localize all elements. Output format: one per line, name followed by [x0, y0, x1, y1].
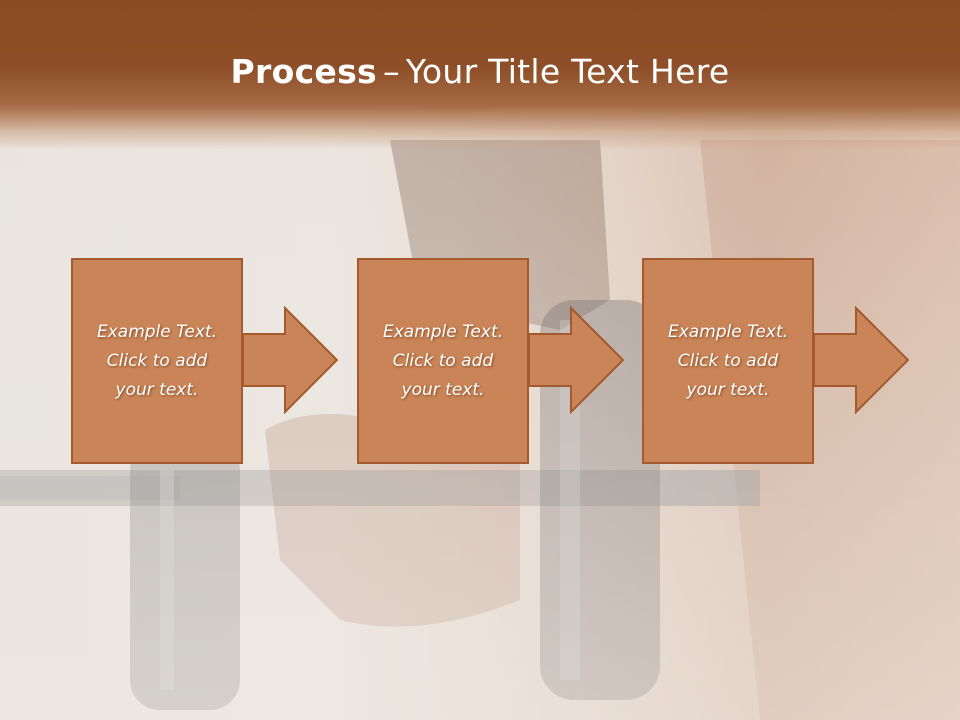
step-2-line-2: Click to add [392, 350, 494, 371]
step-1-line-3: your text. [115, 379, 199, 400]
step-3-line-2: Click to add [677, 350, 779, 371]
step-1-text: Example Text. Click to add your text. [82, 318, 232, 405]
step-1-line-1: Example Text. [96, 321, 218, 342]
step-3-line-3: your text. [686, 379, 770, 400]
title-band [0, 0, 960, 150]
process-step-2[interactable]: Example Text. Click to add your text. [357, 258, 529, 464]
process-step-3[interactable]: Example Text. Click to add your text. [642, 258, 814, 464]
step-2-text: Example Text. Click to add your text. [368, 318, 518, 405]
process-step-1[interactable]: Example Text. Click to add your text. [71, 258, 243, 464]
step-1-line-2: Click to add [106, 350, 208, 371]
title-dash: – [383, 52, 400, 91]
step-3-text: Example Text. Click to add your text. [653, 318, 803, 405]
step-3-line-1: Example Text. [667, 321, 789, 342]
step-2-line-1: Example Text. [382, 321, 504, 342]
arrow-right-icon [528, 306, 624, 414]
title-rest: Your Title Text Here [405, 52, 730, 91]
slide-title[interactable]: Process–Your Title Text Here [0, 52, 960, 91]
step-2-line-3: your text. [401, 379, 485, 400]
arrow-right-icon [242, 306, 338, 414]
title-strong: Process [230, 52, 377, 91]
arrow-right-icon [813, 306, 909, 414]
